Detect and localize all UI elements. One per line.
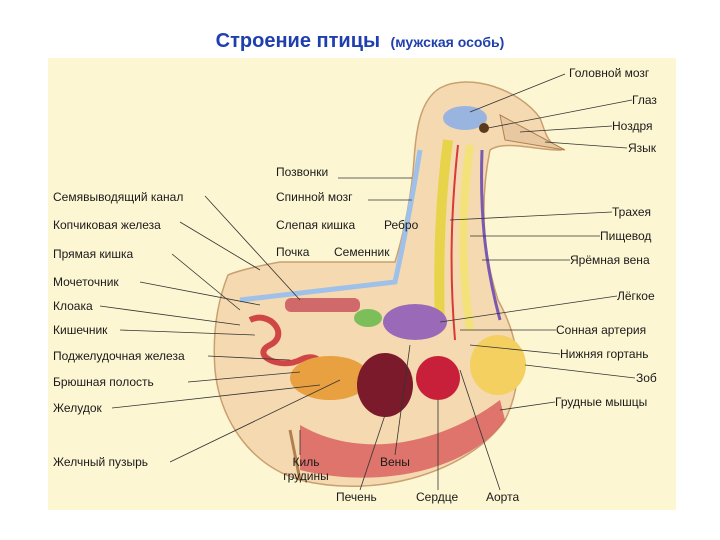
- label-rib: Ребро: [384, 218, 419, 232]
- label-uropygial-gland: Копчиковая железа: [53, 218, 161, 232]
- liver-shape: [357, 353, 413, 417]
- esophagus-shape: [459, 144, 474, 331]
- label-keel-line1: Киль: [292, 455, 320, 469]
- label-stomach: Желудок: [53, 401, 102, 415]
- title-main: Строение птицы: [215, 30, 381, 52]
- label-crop: Зоб: [636, 371, 657, 385]
- leader-lines: [99, 73, 636, 491]
- trachea-shape: [434, 139, 453, 331]
- label-trachea: Трахея: [612, 205, 652, 219]
- title-subtitle: (мужская особь): [390, 34, 505, 50]
- label-spinal-cord: Спинной мозг: [276, 190, 353, 204]
- label-carotid-artery: Сонная артерия: [556, 323, 647, 337]
- diagram-title: Строение птицы (мужская особь): [0, 30, 720, 53]
- carotid-shape: [450, 144, 459, 341]
- crop-shape: [470, 335, 526, 395]
- heart-shape: [416, 356, 460, 400]
- label-pectoral-muscles: Грудные мышцы: [555, 395, 648, 409]
- keel-shape: [288, 429, 302, 481]
- label-rectum: Прямая кишка: [53, 247, 134, 261]
- kidney-shape: [285, 298, 360, 312]
- label-vertebrae: Позвонки: [276, 165, 329, 179]
- label-jugular-vein: Ярёмная вена: [570, 253, 650, 267]
- label-lung: Лёгкое: [617, 289, 655, 303]
- label-ureter: Мочеточник: [53, 275, 119, 289]
- label-aorta: Аорта: [486, 490, 520, 504]
- stomach-shape: [290, 356, 370, 400]
- label-pancreas: Поджелудочная железа: [53, 349, 185, 363]
- spine-shape: [239, 149, 423, 303]
- lung-shape: [383, 304, 447, 340]
- brain-shape: [443, 106, 487, 130]
- label-intestine: Кишечник: [53, 323, 108, 337]
- label-lower-larynx: Нижняя гортань: [560, 347, 649, 361]
- label-eye: Глаз: [632, 93, 657, 107]
- beak: [499, 114, 566, 151]
- label-vas-deferens: Семявыводящий канал: [53, 190, 184, 204]
- label-kidney: Почка: [276, 245, 310, 259]
- testis-shape: [354, 309, 382, 327]
- label-keel-line2: грудины: [283, 469, 329, 483]
- label-heart: Сердце: [416, 490, 459, 504]
- label-brain: Головной мозг: [569, 66, 650, 80]
- pectoral-muscle-shape: [300, 400, 505, 478]
- label-cloaca: Клоака: [53, 299, 93, 313]
- label-caecum: Слепая кишка: [276, 218, 356, 232]
- label-veins: Вены: [380, 455, 410, 469]
- label-abdominal-cavity: Брюшная полость: [53, 375, 154, 389]
- eye-shape: [479, 123, 489, 133]
- label-esophagus: Пищевод: [600, 229, 652, 243]
- label-liver: Печень: [336, 490, 377, 504]
- label-testis: Семенник: [334, 245, 390, 259]
- label-gallbladder: Желчный пузырь: [53, 455, 149, 469]
- jugular-vein-shape: [480, 149, 502, 321]
- label-nostril: Ноздря: [612, 119, 653, 133]
- label-tongue: Язык: [628, 141, 657, 155]
